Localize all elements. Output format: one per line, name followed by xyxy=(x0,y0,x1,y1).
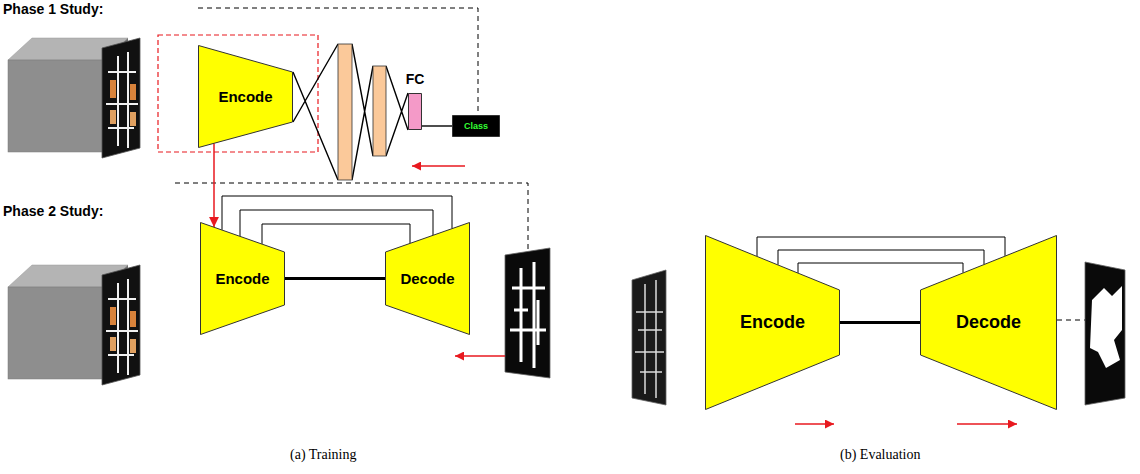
encoder-block: Encode xyxy=(705,235,840,410)
transfer-arrow xyxy=(213,144,215,227)
encoder-block: Encode xyxy=(198,45,293,148)
dense-layer xyxy=(338,44,352,180)
subfigure-caption: (a) Training xyxy=(290,447,357,463)
connector-line xyxy=(840,321,920,324)
connector-line xyxy=(422,125,452,126)
input-volume xyxy=(8,265,140,385)
decoder-block-outline xyxy=(386,223,470,335)
node-label: Class xyxy=(464,121,488,131)
forward-arrow xyxy=(957,423,1017,425)
class-output-outline xyxy=(453,116,500,137)
dense-connections xyxy=(293,44,408,180)
phase-heading: Phase 2 Study: xyxy=(3,203,103,219)
layer-label: FC xyxy=(406,71,425,87)
fc-layer-shape xyxy=(408,93,422,130)
forward-arrow xyxy=(795,423,834,425)
encoder-block-outline xyxy=(199,46,293,148)
decoder-block-outline xyxy=(921,236,1057,410)
output-mask xyxy=(1085,262,1125,405)
fc-layer: FC xyxy=(408,93,422,130)
connector-line xyxy=(285,277,385,280)
dense-layer xyxy=(373,66,386,156)
encoder-block-outline xyxy=(201,223,285,335)
decoder-block: Decode xyxy=(920,235,1057,410)
skip-connection xyxy=(778,250,984,265)
node-label: Encode xyxy=(215,270,269,287)
fc-layer-outline xyxy=(409,94,422,130)
mask-image xyxy=(505,248,550,378)
node-label: Encode xyxy=(218,88,272,105)
input-volume xyxy=(8,38,140,158)
node-label: Encode xyxy=(740,312,805,333)
output-dashed-line xyxy=(1057,320,1085,321)
decoder-block: Decode xyxy=(385,222,470,335)
phase-heading: Phase 1 Study: xyxy=(3,1,103,17)
subfigure-caption: (b) Evaluation xyxy=(840,447,920,463)
backprop-arrow xyxy=(455,355,505,357)
skip-connection xyxy=(757,237,1005,256)
skip-connection xyxy=(798,263,963,273)
class-output: Class xyxy=(452,115,500,137)
skip-connection xyxy=(222,196,452,230)
node-label: Decode xyxy=(956,312,1021,333)
encoder-block-outline xyxy=(706,236,840,410)
skip-connection xyxy=(262,224,410,244)
skip-connection xyxy=(240,210,433,236)
encoder-block: Encode xyxy=(200,222,285,335)
input-image xyxy=(632,270,666,405)
backprop-arrow xyxy=(412,165,465,167)
node-label: Decode xyxy=(400,270,454,287)
mask-structure xyxy=(510,262,546,368)
mask-blob xyxy=(1090,286,1122,368)
input-structure xyxy=(635,280,664,398)
transfer-highlight-box xyxy=(158,35,318,152)
